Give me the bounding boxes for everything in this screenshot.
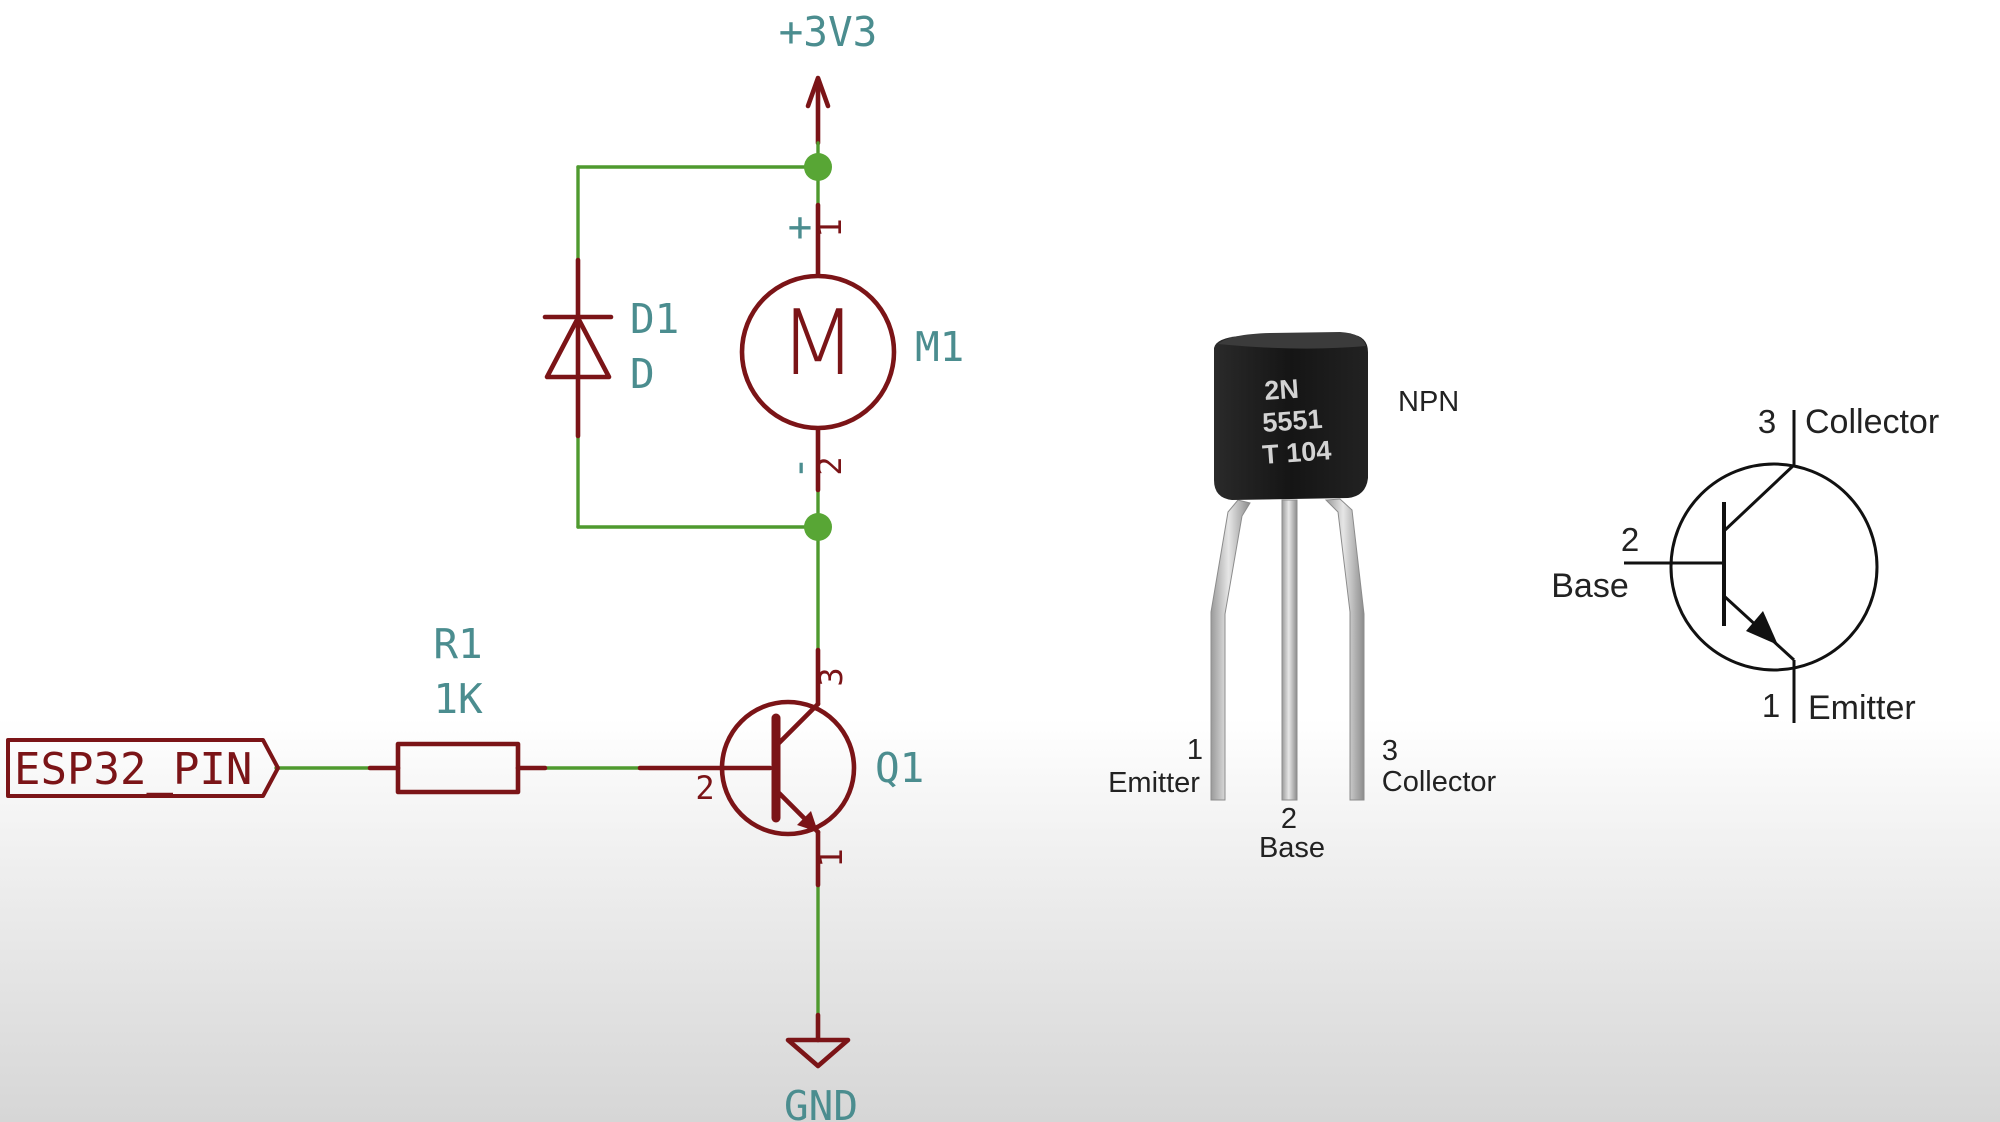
ref-base-name: Base bbox=[1551, 567, 1629, 605]
reference-npn-symbol: 3 Collector 2 Base 1 Emitter bbox=[1551, 403, 1939, 727]
package-pin2-num: 2 bbox=[1281, 803, 1297, 835]
power-symbol-3v3: +3V3 bbox=[779, 8, 878, 146]
ref-collector-name: Collector bbox=[1805, 403, 1939, 441]
diode-value: D bbox=[630, 350, 655, 398]
package-pin1-num: 1 bbox=[1187, 734, 1203, 766]
junction-top bbox=[804, 153, 832, 181]
package-type-label: NPN bbox=[1398, 386, 1459, 418]
q1-emitter-arrow-icon bbox=[797, 811, 818, 832]
motor-ref: M1 bbox=[915, 323, 964, 371]
motor-plus-sign: + bbox=[788, 203, 813, 251]
diode-ref: D1 bbox=[630, 295, 679, 343]
resistor-r1: R1 1K bbox=[367, 620, 548, 795]
to92-body bbox=[1214, 334, 1368, 500]
to92-top-highlight bbox=[1218, 332, 1366, 349]
package-marking-line2: 5551 bbox=[1261, 404, 1323, 438]
esp32-pin-label: ESP32_PIN bbox=[6, 738, 280, 798]
ground-icon bbox=[785, 1037, 851, 1069]
leg-emitter bbox=[1210, 499, 1251, 801]
diode-triangle-icon bbox=[544, 315, 612, 380]
ref-base-num: 2 bbox=[1621, 521, 1639, 558]
ref-npn-circle bbox=[1669, 462, 1879, 672]
power-label: +3V3 bbox=[779, 8, 878, 56]
q1-ref: Q1 bbox=[875, 744, 924, 792]
motor-minus-sign: - bbox=[780, 456, 828, 481]
leg-collector bbox=[1324, 498, 1365, 801]
q1-circle bbox=[719, 699, 857, 837]
ref-emitter-num: 1 bbox=[1762, 687, 1780, 724]
ref-collector-line bbox=[1722, 463, 1796, 533]
transistor-q1: 2 3 1 Q1 bbox=[637, 647, 924, 888]
q1-pin-collector: 3 bbox=[812, 667, 850, 686]
esp32-label-outline bbox=[6, 738, 280, 798]
package-pin3-num: 3 bbox=[1382, 735, 1398, 767]
motor-pin2: 2 bbox=[811, 456, 849, 475]
motor-symbol: M bbox=[779, 291, 857, 396]
schematic: +3V3 D1 D bbox=[6, 8, 964, 1122]
q1-collector-line bbox=[773, 701, 821, 749]
junction-bottom bbox=[804, 513, 832, 541]
ref-collector-num: 3 bbox=[1758, 403, 1776, 440]
ground-label: GND bbox=[784, 1082, 858, 1122]
package-marking-line1: 2N bbox=[1263, 374, 1300, 406]
leg-base bbox=[1281, 499, 1298, 801]
package-photo: 2N 5551 T 104 NPN 1 Emitter 2 Base 3 Col… bbox=[1108, 332, 1497, 864]
package-pin2-name: Base bbox=[1259, 832, 1325, 864]
resistor-value: 1K bbox=[433, 675, 483, 723]
motor-m1: M + - 1 2 M1 bbox=[739, 202, 964, 493]
diode-d1: D1 D bbox=[542, 257, 679, 439]
motor-circle bbox=[739, 273, 897, 431]
package-pin1-name: Emitter bbox=[1108, 767, 1200, 799]
q1-pin-base: 2 bbox=[695, 769, 714, 807]
motor-pin1: 1 bbox=[811, 218, 849, 237]
esp32-label-text: ESP32_PIN bbox=[14, 744, 252, 795]
ref-emitter-arrow-icon bbox=[1746, 611, 1778, 645]
package-pin3-name: Collector bbox=[1382, 766, 1497, 798]
resistor-body bbox=[395, 741, 521, 795]
wires bbox=[274, 141, 832, 1017]
ground-symbol: GND bbox=[784, 1012, 858, 1122]
ref-emitter-name: Emitter bbox=[1808, 689, 1916, 727]
q1-pin-emitter: 1 bbox=[812, 848, 850, 867]
package-marking-line3: T 104 bbox=[1261, 435, 1332, 470]
resistor-ref: R1 bbox=[433, 620, 482, 668]
